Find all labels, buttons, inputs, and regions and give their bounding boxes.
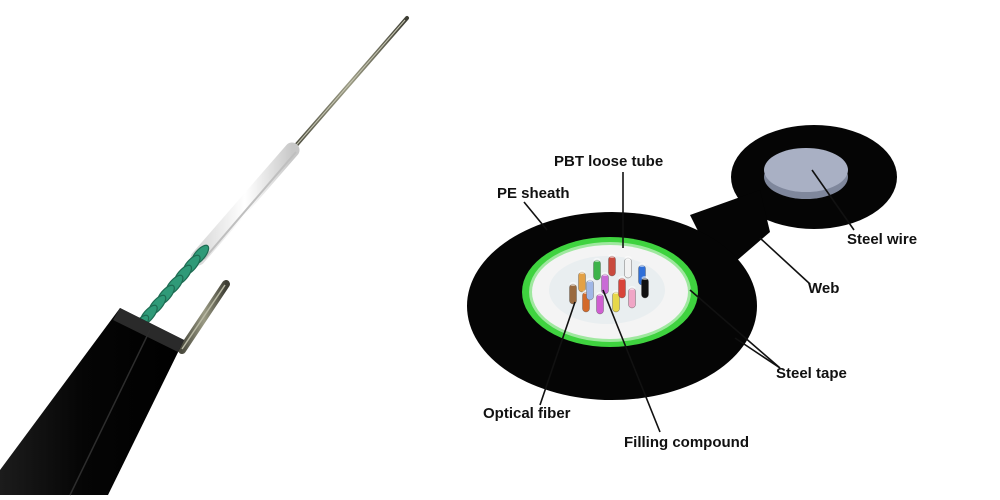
callout-labels: PBT loose tube PE sheath Steel wire Web … (483, 153, 917, 451)
optical-fiber (578, 270, 586, 293)
label-optical-fiber: Optical fiber (483, 405, 571, 422)
optical-fiber (601, 272, 609, 295)
leader-steel-tape (689, 289, 781, 369)
pe-sheath-jacket-cut-face (113, 308, 184, 352)
loose-tube-shadow (203, 151, 297, 260)
leader-filling-compound (602, 289, 661, 433)
optical-fiber (612, 290, 620, 313)
leader-optical-fiber (539, 301, 576, 406)
leader-web (759, 237, 811, 285)
cable-photo (0, 16, 409, 496)
optical-fiber (593, 258, 601, 281)
label-steel-wire: Steel wire (847, 231, 917, 248)
bare-fiber-highlight (291, 19, 406, 151)
leader-steel-wire (811, 169, 855, 231)
optical-fiber-bundle (569, 254, 649, 315)
optical-fiber (624, 256, 632, 279)
optical-fiber (586, 278, 594, 301)
messenger-wire-highlight (181, 284, 226, 350)
jacket-web-seam (69, 329, 151, 496)
optical-fiber (608, 254, 616, 277)
label-web: Web (808, 280, 839, 297)
optical-fiber (628, 286, 636, 309)
optical-fiber (638, 263, 646, 286)
optical-fiber (618, 276, 626, 299)
leader-pe-sheath (523, 201, 548, 231)
steel-wire-core (764, 148, 848, 192)
label-filling-compound: Filling compound (624, 434, 749, 451)
leader-steel-tape-extension (734, 337, 781, 369)
label-steel-tape: Steel tape (776, 365, 847, 382)
loose-tube-section (190, 142, 300, 266)
optical-fiber (641, 276, 649, 299)
optical-fiber (596, 292, 604, 315)
cable-cross-section (467, 125, 897, 400)
label-pbt-loose-tube: PBT loose tube (554, 153, 663, 170)
leader-lines (523, 169, 855, 433)
optical-fiber (569, 282, 577, 305)
label-pe-sheath: PE sheath (497, 185, 570, 202)
